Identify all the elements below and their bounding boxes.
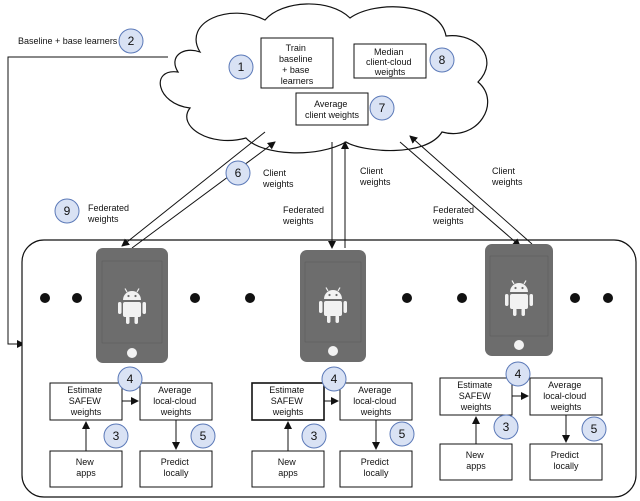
badge-3: 3 [493, 414, 519, 440]
federated-weights-label-3: Federated weights [432, 205, 477, 226]
federated-weights-label-2: Federated weights [282, 205, 327, 226]
baseline-label: Baseline + base learners [18, 36, 118, 46]
train-box: Train baseline + base learners [260, 37, 334, 89]
link-arrows [121, 131, 533, 249]
baseline-arrow [7, 56, 168, 348]
svg-text:4: 4 [515, 367, 522, 381]
client-1-flow: Estimate SAFEW weights Average local-clo… [49, 382, 213, 488]
average-client-box: Average client weights [295, 92, 369, 126]
average-client-text: Average client weights [305, 99, 360, 120]
estimate-text: Estimate SAFEW weights [269, 385, 307, 417]
badge-5: 5 [190, 423, 216, 449]
badge-7: 7 [369, 95, 395, 121]
step-badges: 1 2 8 7 6 9 4 3 5 4 3 5 4 3 5 [54, 28, 607, 449]
svg-text:5: 5 [591, 422, 598, 436]
badge-5: 5 [581, 416, 607, 442]
federated-weights-label-1: Federated weights [87, 203, 132, 224]
badge-4: 4 [117, 366, 143, 392]
svg-text:4: 4 [127, 372, 134, 386]
badge-4: 4 [505, 361, 531, 387]
client-weights-label-1: Client weights [262, 168, 294, 189]
average-local-text: Average local-cloud weights [353, 385, 399, 417]
dot-mid-3 [402, 293, 412, 303]
new-apps-text: New apps [76, 457, 97, 478]
svg-text:3: 3 [113, 429, 120, 443]
badge-1: 1 [228, 54, 254, 80]
phone-1 [96, 248, 168, 363]
svg-text:7: 7 [379, 101, 386, 115]
client-2-flow: Estimate SAFEW weights Average local-clo… [251, 382, 413, 488]
badge-4: 4 [321, 366, 347, 392]
svg-text:9: 9 [64, 204, 71, 218]
predict-text: Predict locally [551, 450, 582, 471]
dot-mid-1 [190, 293, 200, 303]
svg-text:5: 5 [399, 427, 406, 441]
average-local-text: Average local-cloud weights [153, 385, 199, 417]
dot-mid-2 [245, 293, 255, 303]
client-3-flow: Estimate SAFEW weights Average local-clo… [439, 377, 603, 481]
badge-9: 9 [54, 198, 80, 224]
new-apps-text: New apps [466, 450, 487, 471]
badge-3: 3 [301, 423, 327, 449]
svg-text:5: 5 [200, 429, 207, 443]
svg-text:6: 6 [235, 166, 242, 180]
svg-text:3: 3 [311, 429, 318, 443]
client-weights-label-3: Client weights [491, 166, 523, 187]
estimate-text: Estimate SAFEW weights [457, 380, 495, 412]
median-text: Median client-cloud weights [366, 47, 414, 77]
phone-3 [485, 244, 553, 356]
badge-2: 2 [118, 28, 144, 54]
phone-2 [300, 250, 366, 362]
svg-text:1: 1 [238, 60, 245, 74]
dot-mid-4 [457, 293, 467, 303]
svg-text:8: 8 [439, 53, 446, 67]
dot-left-1 [40, 293, 50, 303]
dot-right-2 [603, 293, 613, 303]
svg-text:2: 2 [128, 34, 135, 48]
client-weights-label-2: Client weights [359, 166, 391, 187]
badge-5: 5 [389, 421, 415, 447]
badge-6: 6 [225, 160, 251, 186]
predict-text: Predict locally [161, 457, 192, 478]
dot-left-2 [72, 293, 82, 303]
new-apps-text: New apps [278, 457, 299, 478]
estimate-text: Estimate SAFEW weights [67, 385, 105, 417]
predict-text: Predict locally [361, 457, 392, 478]
train-text: Train baseline + base learners [279, 43, 315, 86]
badge-3: 3 [103, 423, 129, 449]
median-box: Median client-cloud weights [353, 43, 427, 79]
badge-8: 8 [429, 47, 455, 73]
svg-text:4: 4 [331, 372, 338, 386]
svg-text:3: 3 [503, 420, 510, 434]
average-local-text: Average local-cloud weights [543, 380, 589, 412]
dot-right-1 [570, 293, 580, 303]
